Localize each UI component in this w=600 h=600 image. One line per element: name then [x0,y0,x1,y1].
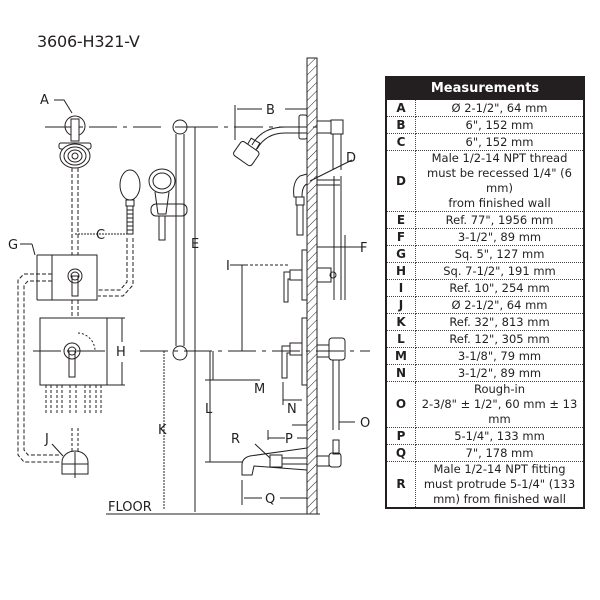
measurement-value: 5-1/4", 133 mm [415,427,585,445]
measurement-value: 6", 152 mm [415,133,585,151]
measurement-key: N [385,364,416,382]
floor-label: FLOOR [108,500,152,515]
measurement-value: Ref. 32", 813 mm [415,313,585,331]
diverter-handle [67,268,83,297]
callout-e: E [191,237,199,252]
measurement-key: B [385,116,416,134]
measurement-value: Male 1/2-14 NPT fitting must protrude 5-… [415,461,585,509]
measurement-value: 3-1/8", 79 mm [415,347,585,365]
wall-supply-elbow [293,173,342,300]
tub-spout-front [61,450,89,478]
callout-g: G [8,238,18,253]
callout-d: D [346,151,356,166]
measurement-value: Rough-in 2-3/8" ± 1/2", 60 mm ± 13 mm [415,381,585,428]
callout-a: A [40,93,49,108]
callout-k: K [158,423,167,438]
measurement-key: D [385,150,416,212]
measurement-key: L [385,330,416,348]
valve-side [281,317,346,430]
handshower-on-slide-bar [148,168,188,241]
measurement-value: Sq. 7-1/2", 191 mm [415,262,585,280]
callout-h: H [116,345,126,360]
measurement-key: A [385,99,416,117]
callout-o: O [360,416,370,431]
callout-r: R [231,432,240,447]
installation-diagram: A B C D E F G H I J K L M N O P Q R FLOO… [8,57,370,515]
measurement-value: Male 1/2-14 NPT thread must be recessed … [415,150,585,212]
measurement-key: Q [385,444,416,462]
diverter-trim-plate [51,254,98,301]
measurement-key: P [385,427,416,445]
measurement-value: Ref. 77", 1956 mm [415,211,585,229]
callout-i: I [226,259,230,274]
measurement-key: M [385,347,416,365]
handshower-front [119,169,141,235]
showerhead-front [58,142,92,169]
measurements-table-header: Measurements [385,76,585,100]
slide-bar [172,119,188,361]
diverter-side [283,249,337,303]
showerhead-side [233,140,260,167]
measurement-value: 6", 152 mm [415,116,585,134]
measurement-key: C [385,133,416,151]
measurement-key: H [385,262,416,280]
callout-c: C [96,228,105,243]
measurement-value: Ref. 12", 305 mm [415,330,585,348]
measurement-key: R [385,461,416,509]
tub-spout-side [241,439,342,476]
measurement-key: I [385,279,416,297]
callout-n: N [287,402,297,417]
measurement-value: 7", 178 mm [415,444,585,462]
measurement-key: G [385,245,416,263]
measurement-key: F [385,228,416,246]
measurement-value: 3-1/2", 89 mm [415,364,585,382]
measurement-value: Ref. 10", 254 mm [415,279,585,297]
shower-arm-side [245,114,308,153]
measurement-key: E [385,211,416,229]
measurement-value: 3-1/2", 89 mm [415,228,585,246]
finished-wall [306,57,318,515]
supply-elbow-top [316,119,344,170]
callout-m: M [254,382,265,397]
measurement-value: Ø 2-1/2", 64 mm [415,296,585,314]
model-number-title: 3606-H321-V [37,32,140,51]
measurement-key: J [385,296,416,314]
callout-j: J [44,432,49,447]
callout-f: F [360,241,367,256]
measurement-value: Sq. 5", 127 mm [415,245,585,263]
measurement-key: O [385,381,416,428]
shower-arm-flange-front [64,115,86,142]
measurement-value: Ø 2-1/2", 64 mm [415,99,585,117]
callout-b: B [266,103,275,118]
callout-q: Q [265,492,275,507]
callout-l: L [205,402,213,417]
measurement-key: K [385,313,416,331]
callout-p: P [285,432,293,447]
